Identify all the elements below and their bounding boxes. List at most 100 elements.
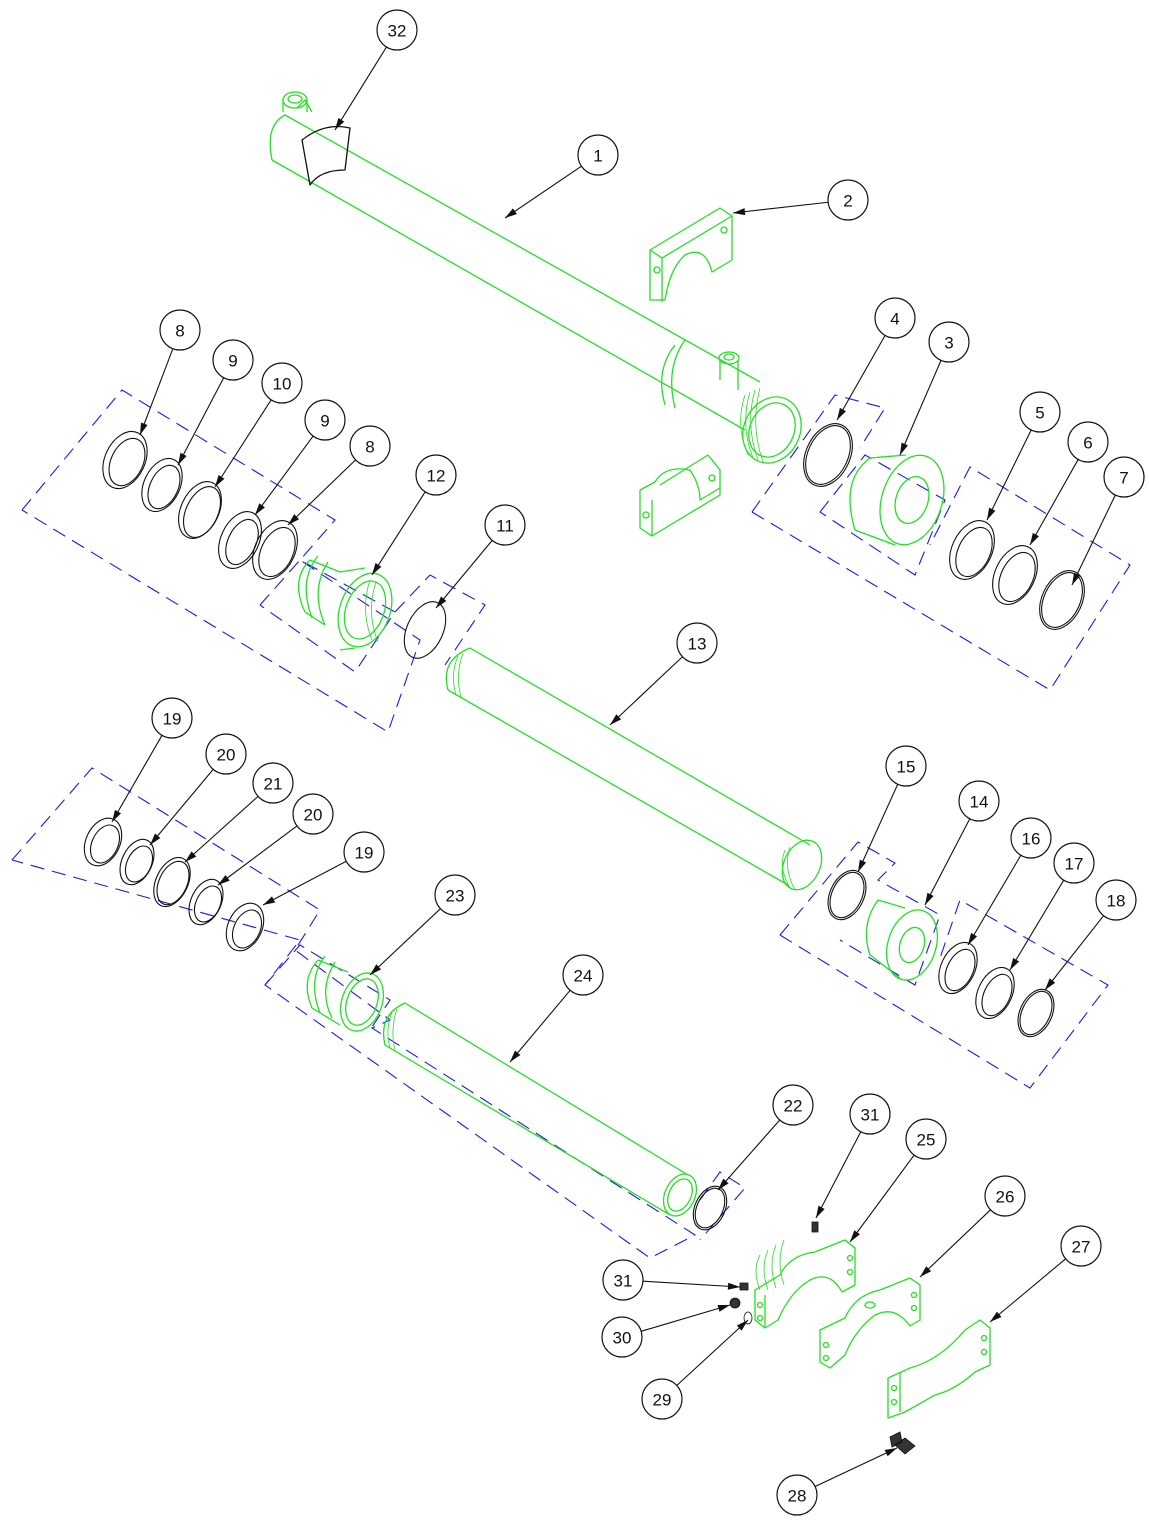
balloon-label: 8 <box>175 322 184 341</box>
leader-line <box>899 360 942 456</box>
balloon-label: 29 <box>653 1391 672 1410</box>
balloon-circle <box>849 1093 891 1135</box>
callout-balloons: 3212891098121143567131920212019151416171… <box>111 9 1145 1516</box>
callout-b-19a: 19 <box>111 697 193 823</box>
balloon-circle <box>984 1175 1026 1217</box>
group-outline-rod-oring-lower <box>699 1171 746 1241</box>
leader-line <box>184 795 259 863</box>
balloon-circle <box>958 780 1000 822</box>
leader-arrowhead-icon <box>505 208 517 218</box>
callout-b-7: 7 <box>1071 456 1145 586</box>
balloon-label: 13 <box>688 635 707 654</box>
group-outline-gland-seals-upper <box>21 389 421 733</box>
balloon-circle <box>641 1378 683 1420</box>
seal-21 <box>153 856 191 908</box>
callout-b-19b: 19 <box>262 831 385 906</box>
balloon-label: 16 <box>1022 830 1041 849</box>
leader-line <box>814 1447 898 1487</box>
piston-lower-part <box>865 899 939 981</box>
washer-icon <box>743 1311 753 1325</box>
leader-arrowhead-icon <box>925 892 934 905</box>
balloon-label: 15 <box>897 758 916 777</box>
nut-icon <box>729 1297 741 1309</box>
balloon-label: 30 <box>613 1329 632 1348</box>
callout-b-20a: 20 <box>149 733 247 846</box>
leader-line <box>214 399 272 488</box>
balloon-label: 12 <box>427 467 446 486</box>
leader-arrowhead-icon <box>900 442 908 455</box>
balloon-circle <box>151 697 193 739</box>
leader-arrowhead-icon <box>610 714 622 725</box>
balloon-label: 2 <box>843 192 852 211</box>
leader-arrowhead-icon <box>288 514 300 525</box>
leader-line <box>149 768 214 846</box>
callout-b-8a: 8 <box>139 309 201 436</box>
ring-7 <box>1039 570 1085 630</box>
balloon-label: 23 <box>446 887 465 906</box>
leader-line <box>254 435 314 516</box>
balloon-circle <box>1103 456 1145 498</box>
leader-arrowhead-icon <box>1072 572 1081 585</box>
group-outline-gland-seals-lower <box>11 767 697 1259</box>
balloon-circle <box>601 1316 643 1358</box>
balloon-label: 9 <box>320 412 329 431</box>
oring-4 <box>803 423 853 487</box>
balloon-label: 10 <box>273 375 292 394</box>
leader-arrowhead-icon <box>510 1050 521 1062</box>
balloon-circle <box>1067 421 1109 463</box>
group-outline-gland-lower <box>264 944 391 1031</box>
balloon-label: 8 <box>365 438 374 457</box>
seals-and-rings <box>83 423 1085 1231</box>
balloon-circle <box>205 733 247 775</box>
callout-b-17: 17 <box>1009 842 1095 971</box>
leader-line <box>139 348 174 436</box>
callout-b-32a: 32 <box>334 9 418 131</box>
ring-18 <box>1017 988 1055 1038</box>
leader-arrowhead-icon <box>990 1311 1002 1322</box>
leader-arrowhead-icon <box>372 563 382 575</box>
callout-b-27: 27 <box>989 1225 1102 1323</box>
rod-eye-part <box>754 1239 856 1329</box>
leader-arrowhead-icon <box>185 851 197 862</box>
leader-arrowhead-icon <box>112 809 122 822</box>
balloon-label: 11 <box>496 517 514 536</box>
callout-b-26: 26 <box>919 1175 1026 1278</box>
balloon-circle <box>349 425 391 467</box>
clamp-bottom-part <box>887 1319 991 1419</box>
balloon-label: 19 <box>355 844 374 863</box>
leader-line <box>967 854 1022 946</box>
leader-line <box>504 165 582 219</box>
leader-line <box>1071 494 1116 586</box>
callout-b-20b: 20 <box>217 793 334 886</box>
balloon-label: 17 <box>1065 855 1084 874</box>
balloon-label: 18 <box>1107 892 1126 911</box>
callout-b-12: 12 <box>371 454 457 576</box>
group-outline-piston-seals <box>751 466 1131 691</box>
balloon-label: 31 <box>614 1272 633 1291</box>
balloon-circle <box>1060 1225 1102 1267</box>
balloon-circle <box>434 874 476 916</box>
callout-b-11: 11 <box>435 504 526 609</box>
balloon-circle <box>827 179 869 221</box>
leader-arrowhead-icon <box>850 1230 860 1242</box>
leader-arrowhead-icon <box>717 1305 730 1312</box>
leader-line <box>1029 459 1079 546</box>
leader-arrowhead-icon <box>837 407 846 420</box>
seal-17 <box>975 966 1015 1020</box>
balloon-circle <box>376 9 418 51</box>
balloon-label: 20 <box>304 806 323 825</box>
balloon-label: 32 <box>388 22 407 41</box>
balloon-label: 24 <box>574 967 593 986</box>
callout-b-5: 5 <box>986 391 1061 521</box>
balloon-circle <box>292 793 334 835</box>
callout-b-18: 18 <box>1044 879 1137 991</box>
balloon-label: 6 <box>1083 434 1092 453</box>
balloon-circle <box>1019 391 1061 433</box>
callout-b-30: 30 <box>601 1304 731 1358</box>
mount-lower-part <box>639 454 721 537</box>
balloon-circle <box>1095 879 1137 921</box>
callout-b-31a: 31 <box>815 1093 891 1219</box>
piston-rod-part <box>445 647 823 891</box>
leader-arrowhead-icon <box>884 1448 897 1457</box>
callout-b-16: 16 <box>967 817 1052 946</box>
